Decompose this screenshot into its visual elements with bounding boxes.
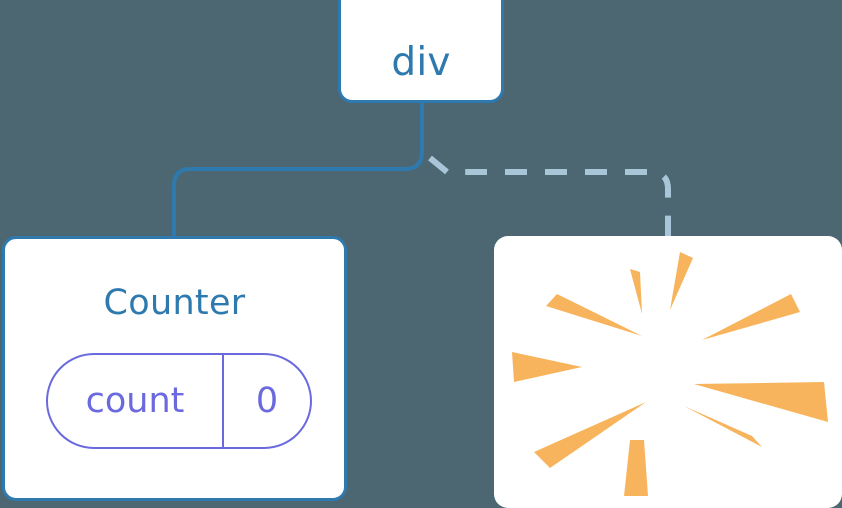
edge-root-to-counter	[172, 99, 424, 240]
node-div-label: div	[391, 40, 451, 85]
node-counter-label: Counter	[103, 283, 246, 323]
edge-root-to-burst	[428, 155, 671, 238]
node-div[interactable]: div	[338, 0, 504, 103]
state-value-label: 0	[255, 380, 279, 421]
node-counter[interactable]: Counter count 0	[2, 236, 347, 501]
node-render-burst[interactable]	[494, 236, 842, 508]
state-key-label: count	[48, 355, 224, 447]
state-pill-count[interactable]: count 0	[46, 353, 312, 449]
sparkle-burst-icon	[512, 252, 828, 496]
